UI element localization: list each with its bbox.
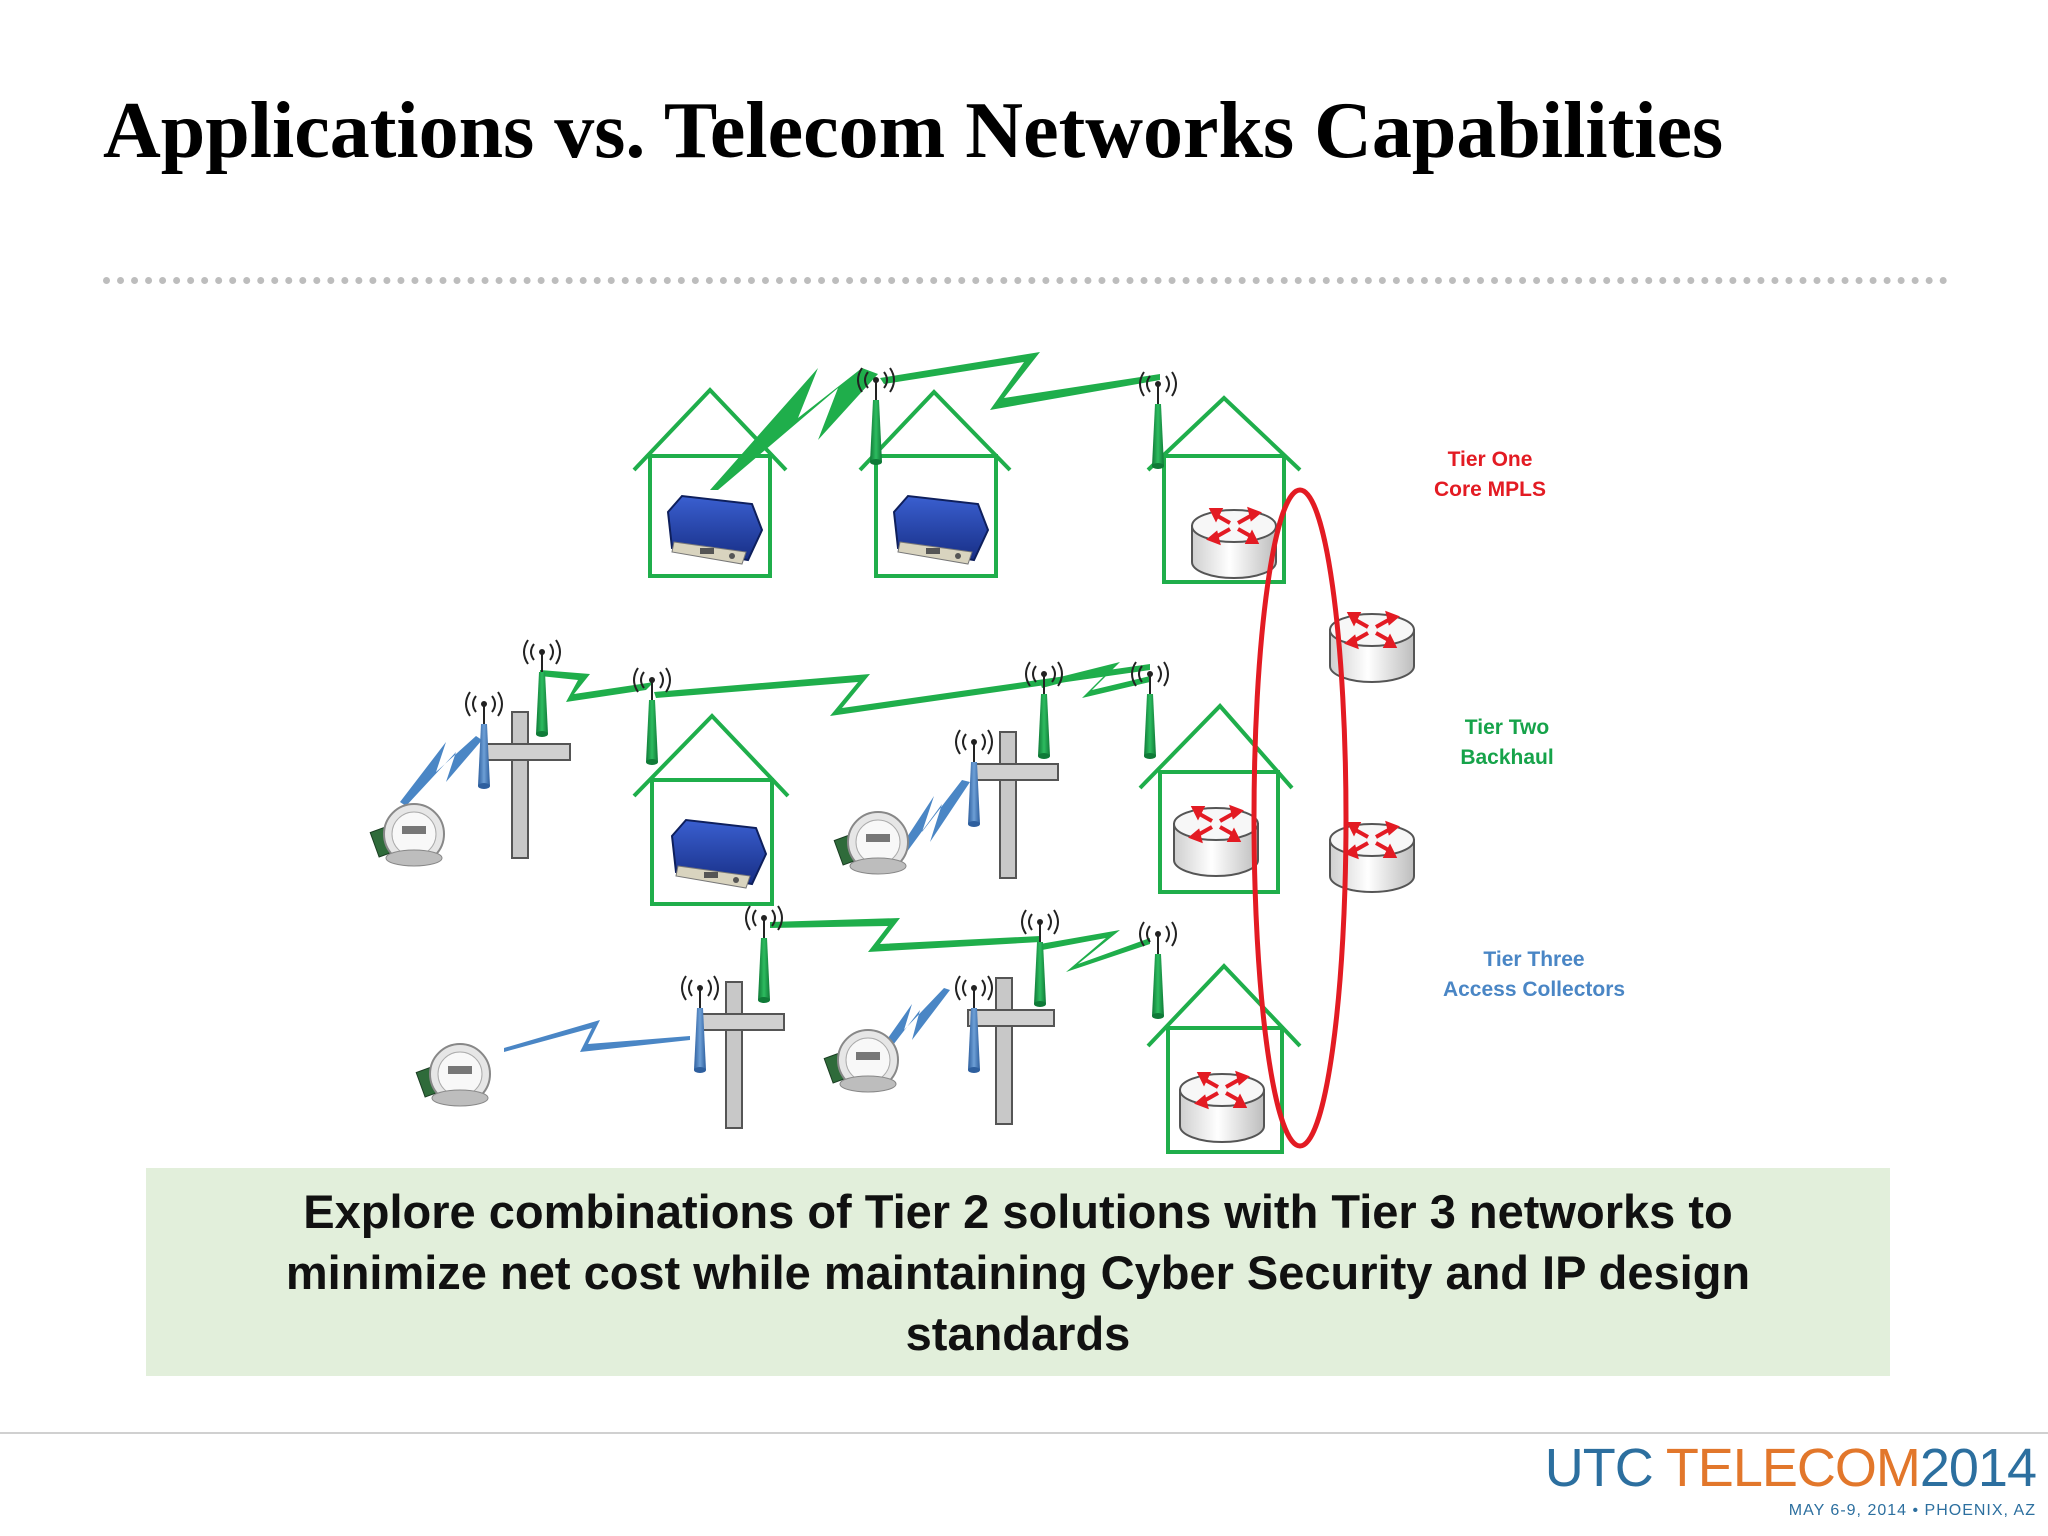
router-icon [1328, 822, 1416, 894]
utility-pole [697, 981, 785, 1129]
core-mpls-ring [1251, 487, 1349, 1149]
router-icon [1190, 508, 1278, 580]
routers [1172, 508, 1416, 1144]
footer-divider [0, 1432, 2048, 1434]
house [632, 713, 790, 906]
tier-two-label: Tier Two [1465, 716, 1549, 739]
logo-telecom-text: TELECOM [1665, 1438, 1921, 1498]
meter-icon [833, 811, 909, 875]
meter-icon [823, 1029, 899, 1093]
antennas [465, 367, 1177, 1074]
summary-callout: Explore combinations of Tier 2 solutions… [146, 1168, 1890, 1376]
modem-icon [893, 495, 989, 565]
logo-year-text: 2014 [1919, 1438, 2037, 1498]
house [1138, 703, 1294, 894]
utc-telecom-logo: UTC TELECOM2014 MAY 6-9, 2014 • PHOENIX,… [1544, 1438, 2037, 1520]
tier-three-sublabel: Access Collectors [1443, 978, 1625, 1001]
smart-meters [369, 803, 909, 1107]
tier-one-label: Tier One [1448, 448, 1533, 471]
summary-callout-text: Explore combinations of Tier 2 solutions… [285, 1184, 1751, 1360]
tier-two-sublabel: Backhaul [1460, 746, 1553, 769]
network-tier-diagram: Tier One Core MPLS Tier Two Backhaul Tie… [369, 352, 1625, 1154]
house [1146, 963, 1302, 1154]
antenna-icon [1021, 909, 1059, 1008]
router-icon [1178, 1072, 1266, 1144]
antenna-icon [745, 905, 783, 1004]
modem-icon [667, 495, 763, 565]
meter-icon [415, 1043, 491, 1107]
utility-pole [483, 711, 571, 859]
slide-title: Applications vs. Telecom Networks Capabi… [103, 87, 1724, 175]
antenna-icon [1131, 661, 1169, 760]
house [632, 387, 788, 578]
tier-three-label: Tier Three [1483, 948, 1584, 971]
tier-labels: Tier One Core MPLS Tier Two Backhaul Tie… [1434, 448, 1625, 1001]
meter-icon [369, 803, 445, 867]
router-icon [1172, 806, 1260, 878]
logo-tagline: MAY 6-9, 2014 • PHOENIX, AZ [1788, 1502, 2036, 1519]
house [858, 389, 1012, 578]
tier-one-sublabel: Core MPLS [1434, 478, 1546, 501]
antenna-icon [523, 639, 561, 738]
logo-wordmark: UTC TELECOM2014 [1544, 1438, 2037, 1498]
antenna-icon [1139, 921, 1177, 1020]
title-divider [103, 277, 1948, 284]
house [1146, 395, 1302, 584]
logo-utc-text: UTC [1544, 1438, 1654, 1498]
antenna-icon [633, 667, 671, 766]
backhaul-links [540, 352, 1160, 972]
houses [632, 387, 1302, 1154]
antenna-icon [1025, 661, 1063, 760]
modem-icon [671, 819, 767, 889]
